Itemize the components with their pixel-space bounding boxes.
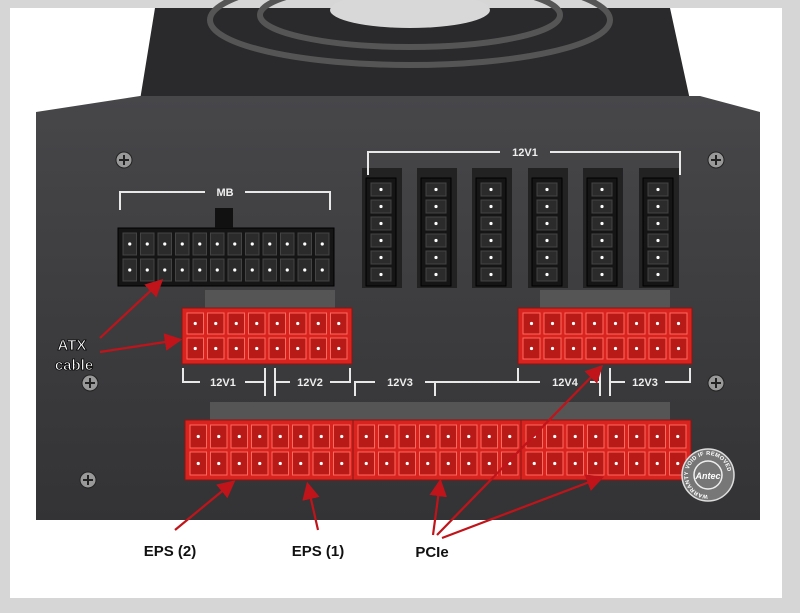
pcie-12v1-connector-6 [642, 177, 674, 287]
label-12v4: 12V4 [552, 377, 579, 389]
pcie-12v1-connector-4 [531, 177, 563, 287]
sticker-brand: Antec [694, 471, 720, 481]
annotation-eps1: EPS (1) [292, 543, 345, 560]
antec-warranty-sticker: Antec WARRANTY VOID IF REMOVED [681, 448, 735, 502]
annotation-pcie: PCIe [415, 544, 448, 561]
pcie-connector-middle [352, 419, 524, 481]
label-12v3-right: 12V3 [632, 377, 658, 389]
connector-recess [540, 290, 670, 310]
mb-latch [215, 208, 233, 228]
label-12v3-left: 12V3 [387, 377, 413, 389]
atx-16pin-connector [181, 307, 353, 365]
annotation-atx: ATX [58, 337, 87, 354]
label-12v1: 12V1 [210, 377, 236, 389]
screw-icon [707, 374, 725, 392]
connector-recess [210, 402, 670, 422]
screw-icon [79, 471, 97, 489]
label-12v1-top: 12V1 [512, 147, 538, 159]
right-16pin-connector [517, 307, 693, 365]
pcie-12v1-connector-5 [586, 177, 618, 287]
annotation-arrows [99, 278, 605, 540]
annotation-cable: cable [55, 357, 93, 374]
eps2-connector [184, 419, 356, 481]
screw-icon [115, 151, 133, 169]
annotation-eps2: EPS (2) [144, 543, 197, 560]
label-mb: MB [216, 187, 233, 199]
screw-icon [81, 374, 99, 392]
fan-grill [140, 0, 690, 100]
pcie-connector-right [520, 419, 692, 481]
mb-24pin-connector [117, 227, 335, 287]
pcie-12v1-connector-2 [420, 177, 452, 287]
connector-recess [205, 290, 335, 310]
pcie-12v1-connector-1 [365, 177, 397, 287]
screw-icon [707, 151, 725, 169]
pcie-12v1-connector-3 [475, 177, 507, 287]
label-12v2: 12V2 [297, 377, 323, 389]
